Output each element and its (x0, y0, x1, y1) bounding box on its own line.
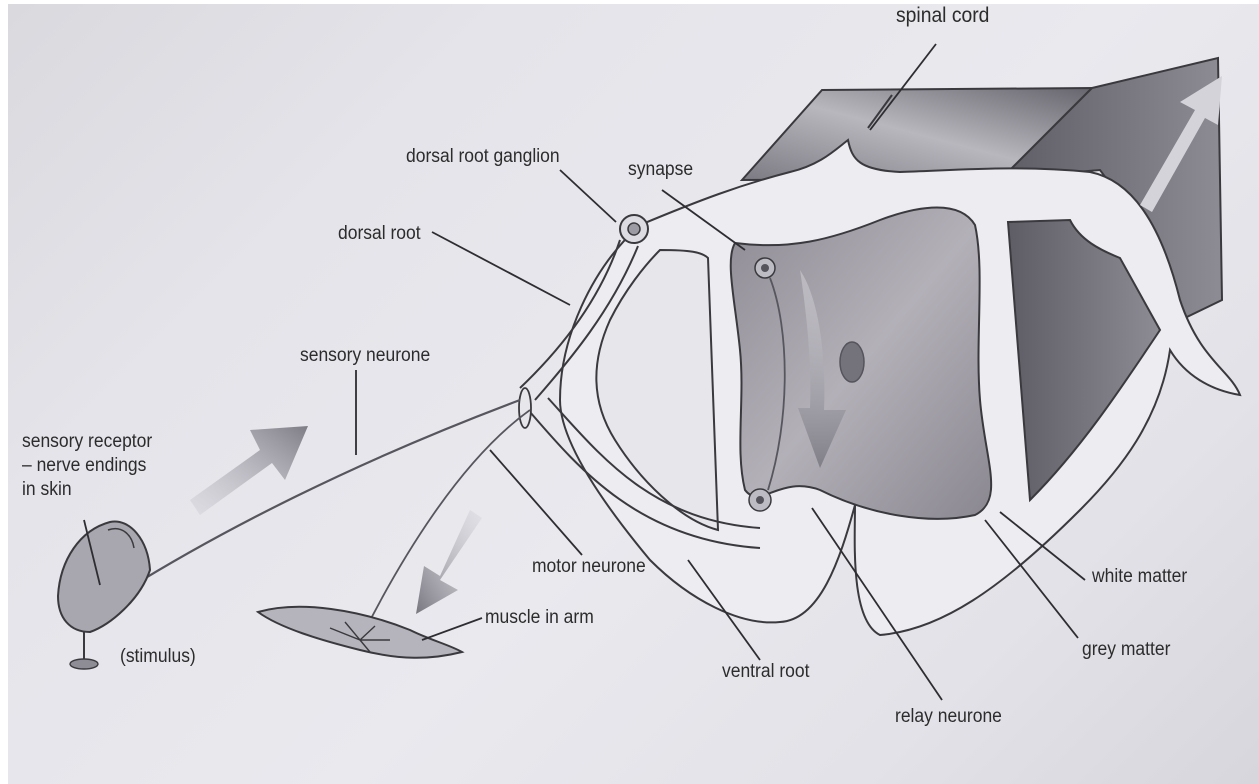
label-sensory-receptor: sensory receptor – nerve endings in skin (22, 430, 152, 502)
label-relay-neurone: relay neurone (895, 705, 1002, 729)
leader-muscle-in-arm (422, 618, 482, 640)
label-motor-neurone: motor neurone (532, 555, 646, 579)
label-sensory-neurone: sensory neurone (300, 344, 430, 368)
stimulus-pin-head (70, 659, 98, 669)
label-sensory-receptor-line-1: sensory receptor (22, 430, 152, 454)
label-sensory-receptor-line-3: in skin (22, 478, 152, 502)
leader-dorsal-root (432, 232, 570, 305)
impulse-arrow-sensory (190, 426, 308, 515)
ganglion-cell-body (628, 223, 640, 235)
label-sensory-receptor-line-2: – nerve endings (22, 454, 152, 478)
leader-dorsal-root-ganglion (560, 170, 616, 222)
label-stimulus: (stimulus) (120, 645, 196, 669)
label-dorsal-root: dorsal root (338, 222, 421, 246)
synapse-cell-upper-nucleus (761, 264, 769, 272)
central-canal (840, 342, 864, 382)
label-spinal-cord: spinal cord (896, 4, 989, 28)
label-dorsal-root-ganglion: dorsal root ganglion (406, 145, 560, 169)
sensory-neurone-fibre (110, 400, 520, 600)
label-muscle-in-arm: muscle in arm (485, 606, 594, 630)
label-synapse: synapse (628, 158, 693, 182)
relay-cell-lower-nucleus (756, 496, 764, 504)
spinal-nerve-cut-end (519, 388, 531, 428)
label-grey-matter: grey matter (1082, 638, 1170, 662)
finger (58, 522, 150, 632)
label-ventral-root: ventral root (722, 660, 809, 684)
leader-motor-neurone (490, 450, 582, 555)
label-white-matter: white matter (1092, 565, 1187, 589)
muscle-in-arm (258, 607, 462, 658)
